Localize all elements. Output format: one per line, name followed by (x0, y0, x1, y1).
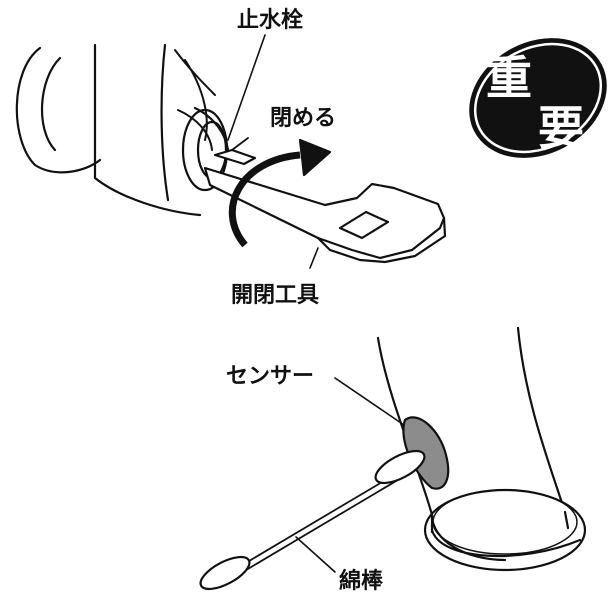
label-swab: 綿棒 (337, 569, 386, 594)
badge-char-bottom: 要 (538, 101, 584, 155)
label-stop-valve: 止水栓 (235, 8, 306, 33)
badge-char-top: 重 (486, 51, 532, 105)
opening-closing-tool (203, 137, 447, 264)
spout (376, 326, 587, 572)
cotton-swab (199, 449, 426, 591)
label-close: 閉める (268, 106, 339, 131)
label-tool: 開閉工具 (229, 283, 322, 308)
important-badge (469, 38, 607, 158)
rotation-arrow (228, 138, 332, 248)
label-sensor: センサー (224, 364, 317, 389)
faucet-body (15, 43, 230, 217)
